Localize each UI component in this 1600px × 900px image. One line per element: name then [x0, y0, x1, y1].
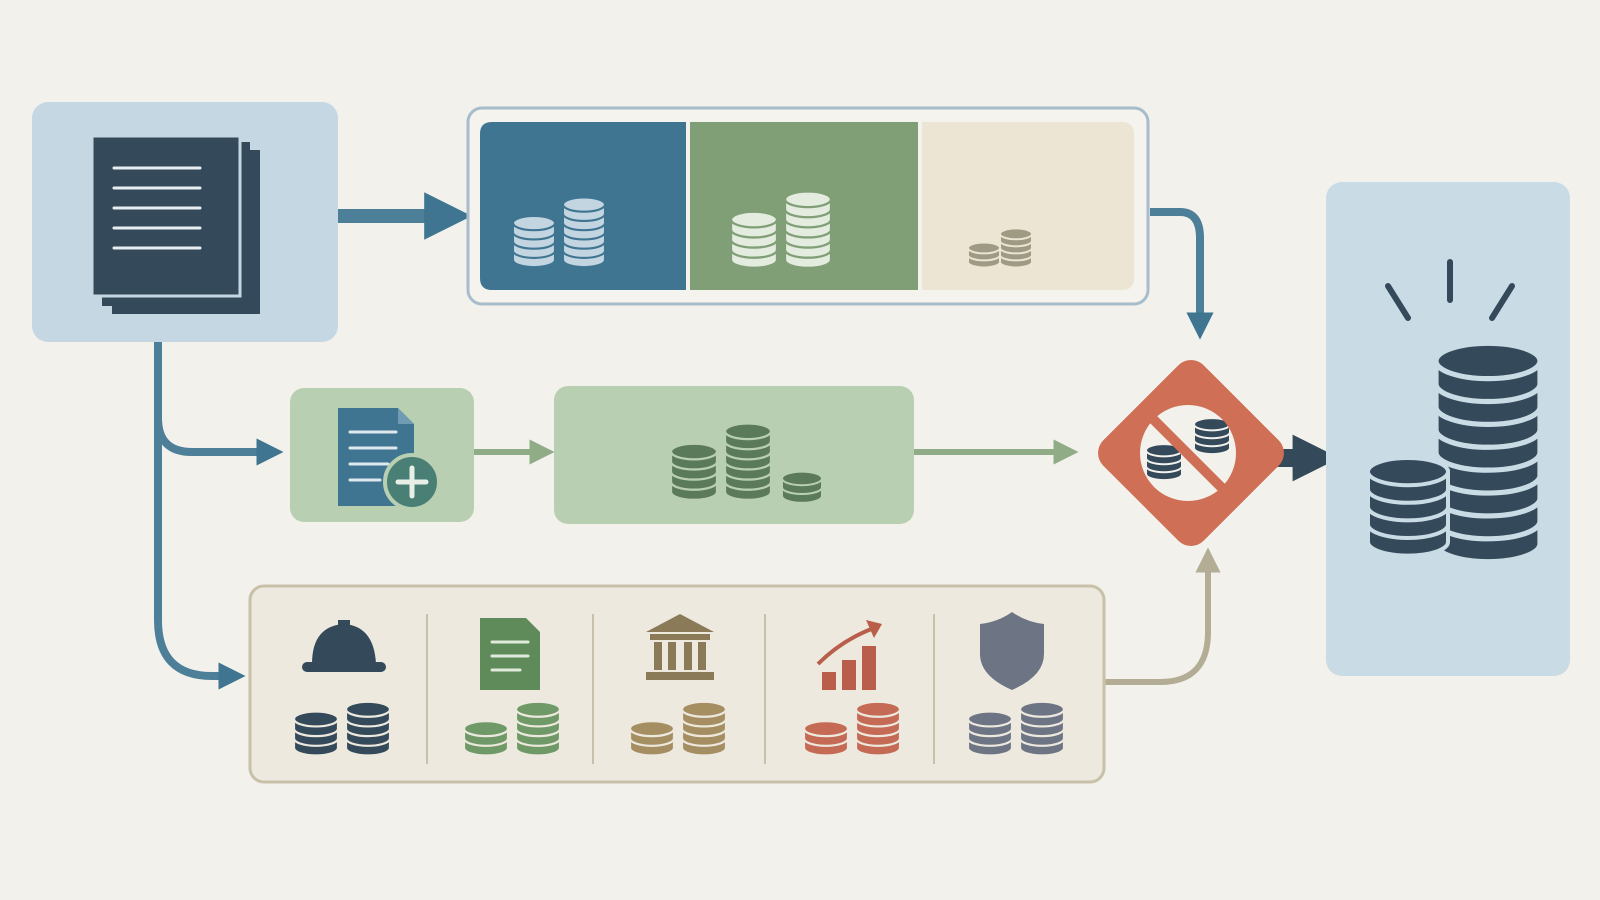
document-stack-icon — [90, 134, 260, 314]
coin-stacks-icon — [802, 700, 902, 757]
coin-stack-left-icon — [1145, 443, 1183, 482]
coin-stacks-icon — [966, 700, 1066, 757]
coin-stacks-burst-icon — [1366, 259, 1543, 565]
category-safety — [292, 620, 392, 757]
coin-stacks-icon — [462, 700, 562, 757]
arrow-tiers-to-gate — [1150, 208, 1214, 340]
addendum-node — [290, 388, 474, 522]
connectors — [154, 192, 1340, 690]
category-documents — [462, 618, 562, 757]
no-coins-icon — [1132, 397, 1244, 509]
coin-stacks-small-icon — [967, 227, 1033, 269]
document-plus-icon — [338, 408, 441, 511]
coin-stacks-icon — [511, 196, 607, 269]
source-node — [32, 102, 338, 342]
result-node — [1326, 182, 1570, 676]
coin-stacks-icon — [729, 190, 833, 269]
arrow-categories-to-gate — [1104, 547, 1221, 685]
coin-stacks-icon — [628, 700, 728, 757]
tiers-node — [466, 106, 1150, 306]
arrow-source-trunk — [154, 342, 246, 690]
hard-hat-icon — [302, 620, 386, 672]
tier-segment-blue — [480, 122, 686, 290]
gate-node — [1098, 360, 1284, 546]
category-growth — [802, 620, 902, 757]
pooled-funds-node — [554, 386, 914, 524]
growth-chart-icon — [816, 620, 882, 690]
coin-stack-right-icon — [1193, 417, 1231, 456]
shield-icon — [980, 612, 1044, 690]
tier-segment-sand — [922, 122, 1134, 290]
coin-stack-short-icon — [1366, 456, 1450, 558]
coin-stacks-icon — [292, 700, 392, 757]
categories-node — [248, 584, 1106, 784]
document-icon — [480, 618, 540, 690]
category-banking — [628, 614, 728, 757]
coin-stack-tall-icon — [1433, 340, 1543, 565]
category-insurance — [966, 612, 1066, 757]
coin-small-stack-icon — [781, 470, 823, 504]
coin-stacks-icon — [669, 422, 773, 501]
tier-segment-green — [690, 122, 918, 290]
bank-building-icon — [646, 614, 714, 680]
arrow-source-to-addendum — [154, 417, 284, 466]
